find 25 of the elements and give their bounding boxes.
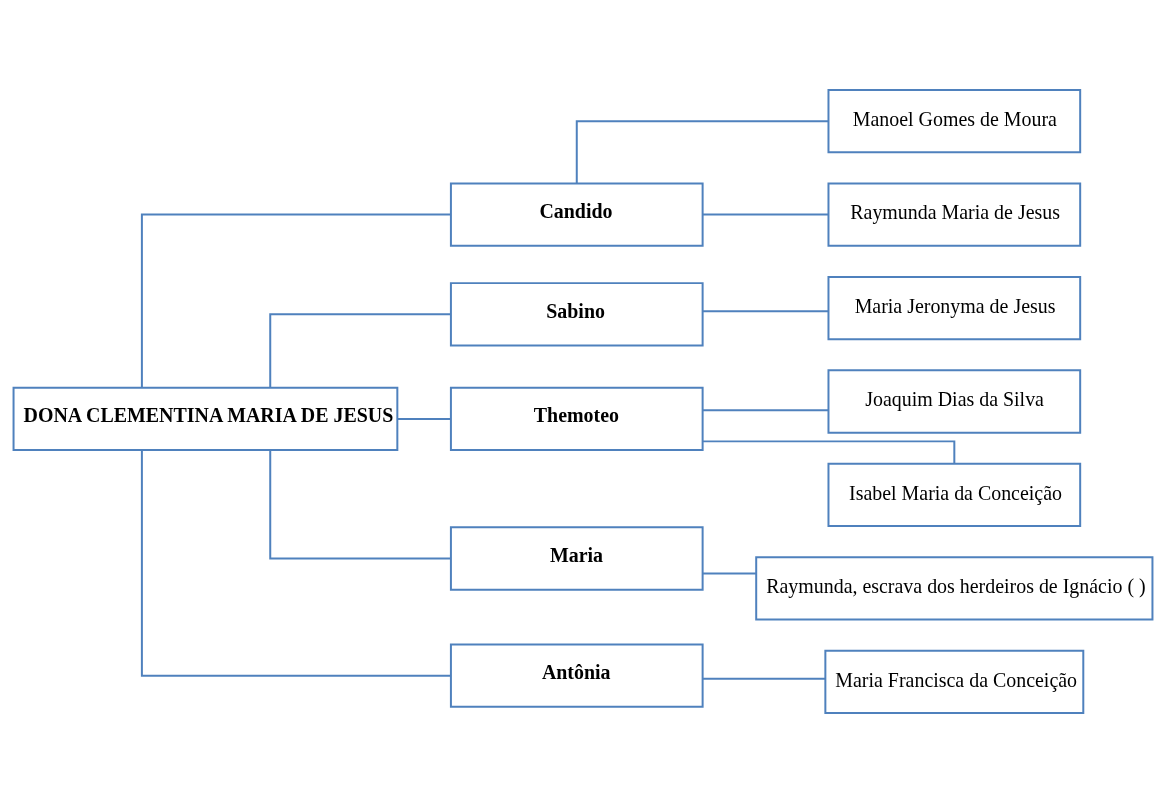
node-box: Maria: [449, 526, 704, 591]
connector: [702, 409, 830, 412]
connector: [140, 449, 452, 677]
connector: [702, 440, 956, 465]
node-box: Maria Francisca da Conceição: [824, 649, 1085, 714]
node-box: Isabel Maria da Conceição: [827, 462, 1082, 528]
node-box: DONA CLEMENTINA MARIA DE JESUS: [12, 386, 399, 452]
connector: [702, 310, 830, 313]
connector: [575, 120, 830, 184]
connector: [396, 417, 452, 420]
connector: [269, 449, 452, 560]
connector: [702, 213, 830, 216]
node-box: Maria Jeronyma de Jesus: [827, 275, 1082, 341]
node-box: Antônia: [449, 643, 704, 708]
node-box: Themoteo: [449, 386, 704, 452]
node-box: Sabino: [449, 282, 704, 347]
connector: [269, 313, 452, 389]
node-box: Candido: [449, 182, 704, 247]
node-box: Manoel Gomes de Moura: [827, 89, 1082, 154]
node-box: Raymunda, escrava dos herdeiros de Ignácio ( ): [755, 556, 1154, 621]
connector: [702, 677, 827, 680]
node-box: Joaquim Dias da Silva: [827, 369, 1082, 434]
connector: [702, 572, 758, 575]
node-box: Raymunda Maria de Jesus: [827, 182, 1082, 247]
connector: [140, 213, 452, 389]
